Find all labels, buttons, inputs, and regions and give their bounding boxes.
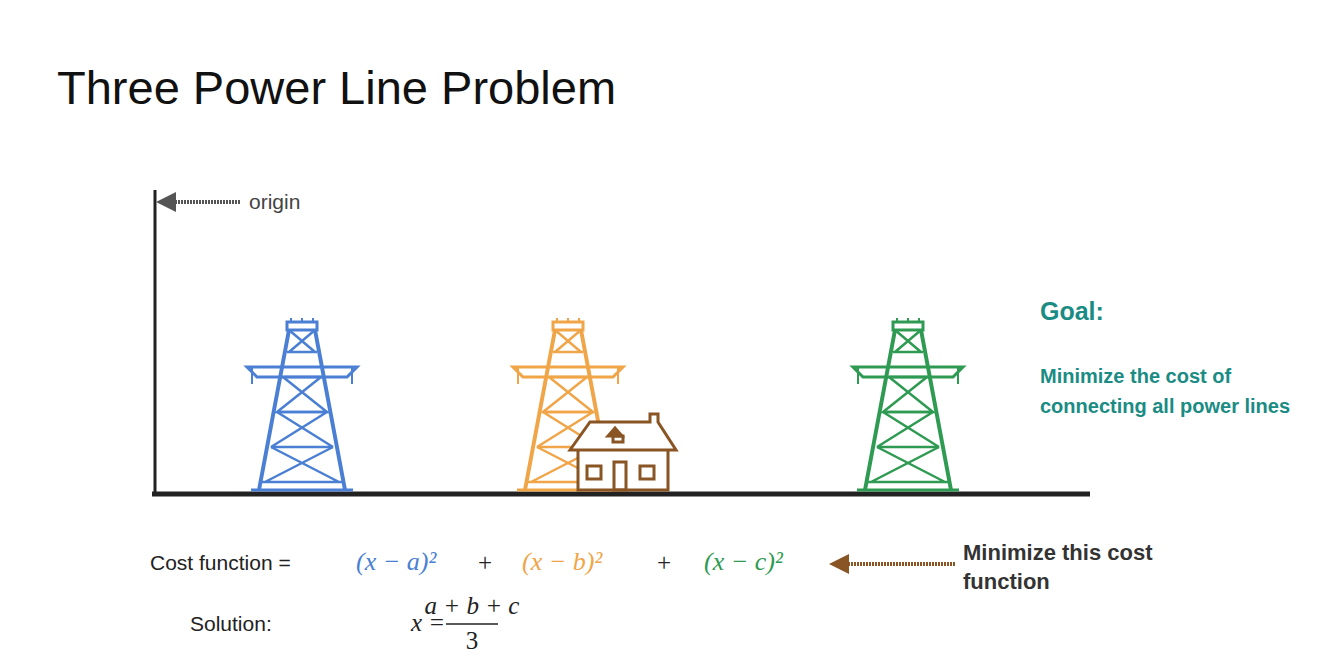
blue-tower <box>247 318 357 490</box>
cost-arrow <box>845 562 955 566</box>
cost-term: (x − b)² <box>522 546 602 577</box>
fraction-numerator: a + b + c <box>425 591 520 621</box>
goal-text: Minimize the cost of connecting all powe… <box>1040 361 1305 421</box>
house-icon <box>570 414 676 490</box>
y-axis <box>154 190 157 496</box>
origin-arrow <box>172 200 240 204</box>
solution-label: Solution: <box>190 611 272 636</box>
fraction-bar <box>446 623 498 625</box>
fraction-denominator: 3 <box>466 626 479 656</box>
green-tower <box>853 318 963 490</box>
slide-title: Three Power Line Problem <box>57 60 616 116</box>
plus-sign: + <box>657 548 671 578</box>
origin-label: origin <box>249 189 300 214</box>
ground-line <box>152 492 1090 497</box>
cost-note: Minimize this cost function <box>963 539 1213 596</box>
plus-sign: + <box>478 548 492 578</box>
goal-heading: Goal: <box>1040 296 1104 326</box>
cost-label: Cost function = <box>150 550 291 575</box>
cost-term: (x − c)² <box>704 546 783 577</box>
cost-term: (x − a)² <box>356 546 436 577</box>
